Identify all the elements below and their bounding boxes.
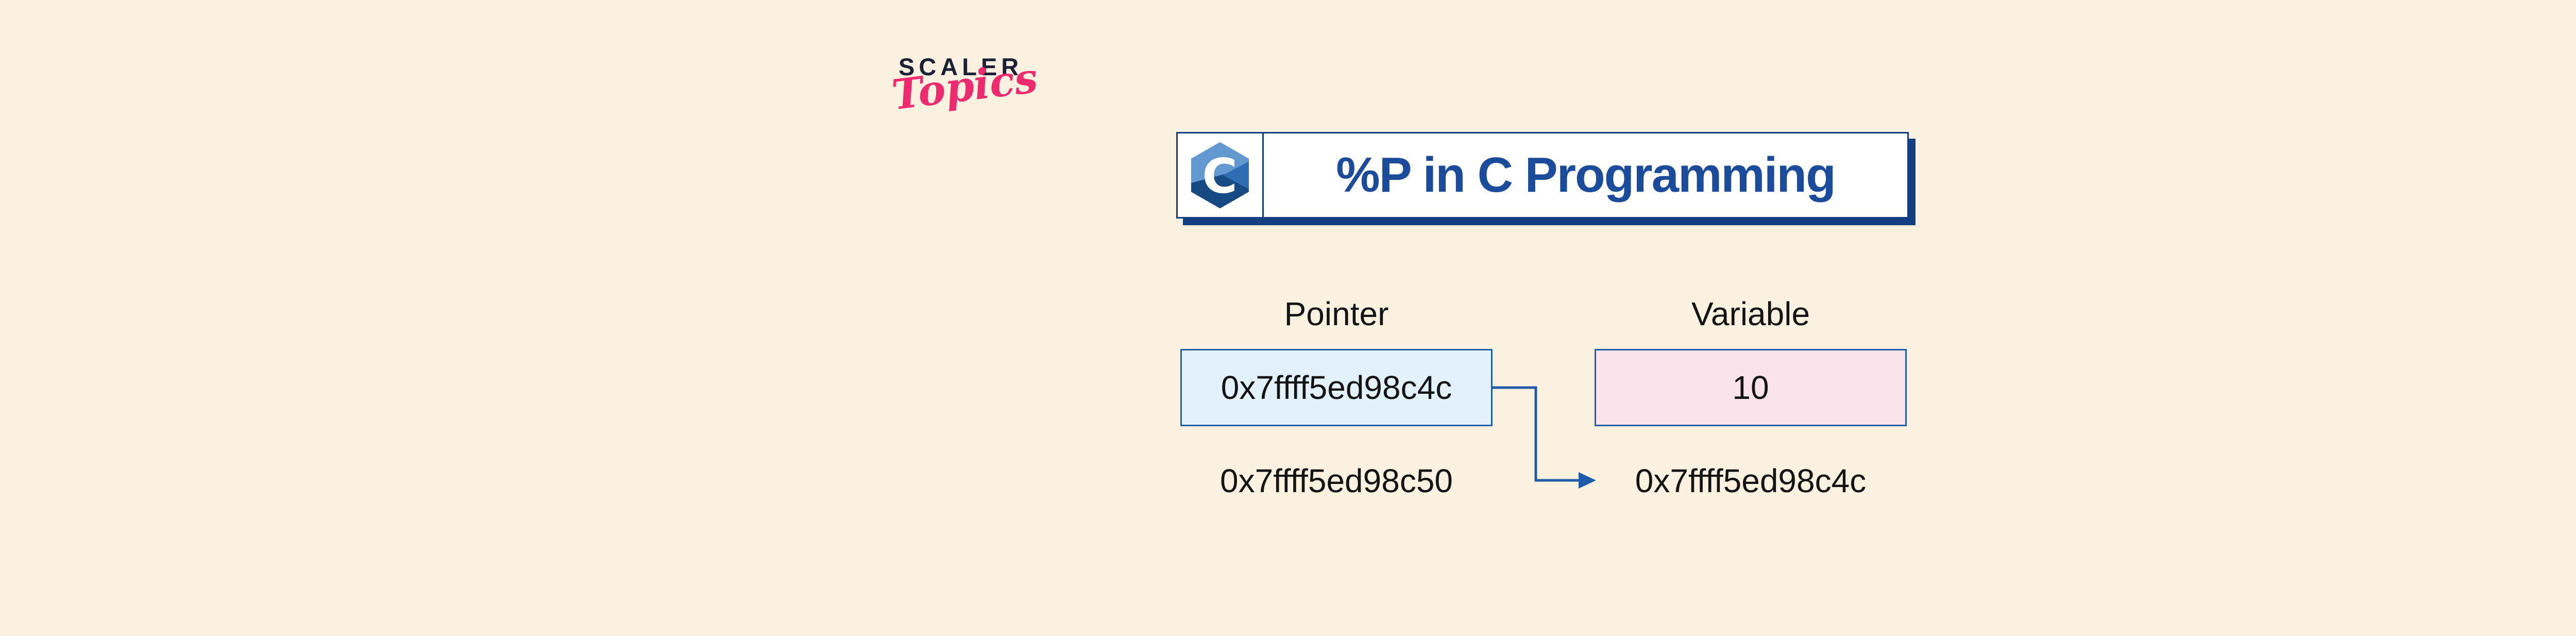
variable-box: 10 [1595,349,1907,426]
connector-arrowhead [1579,472,1596,489]
connector-path [1493,386,1579,482]
banner-logo-cell: C [1178,133,1264,217]
pointer-box: 0x7ffff5ed98c4c [1180,349,1493,426]
pointer-own-address: 0x7ffff5ed98c50 [1220,462,1453,499]
variable-value: 10 [1732,369,1769,406]
banner-title-cell: %P in C Programming [1264,133,1907,217]
pointer-value: 0x7ffff5ed98c4c [1221,369,1452,406]
page-title: %P in C Programming [1336,147,1836,203]
scaler-wordmark: SCALER [899,53,1023,80]
c-logo-mid-wedge [1223,161,1249,189]
c-language-icon: C [1191,142,1249,209]
c-logo-letter: C [1202,148,1237,204]
scaler-topics-logo: SCALER Topics [889,49,1040,147]
variable-label: Variable [1691,295,1810,332]
title-banner: C %P in C Programming [1176,132,1909,219]
pointed-address: 0x7ffff5ed98c4c [1635,462,1867,499]
pointer-label: Pointer [1284,295,1389,332]
c-logo-upper-facet [1191,142,1249,183]
